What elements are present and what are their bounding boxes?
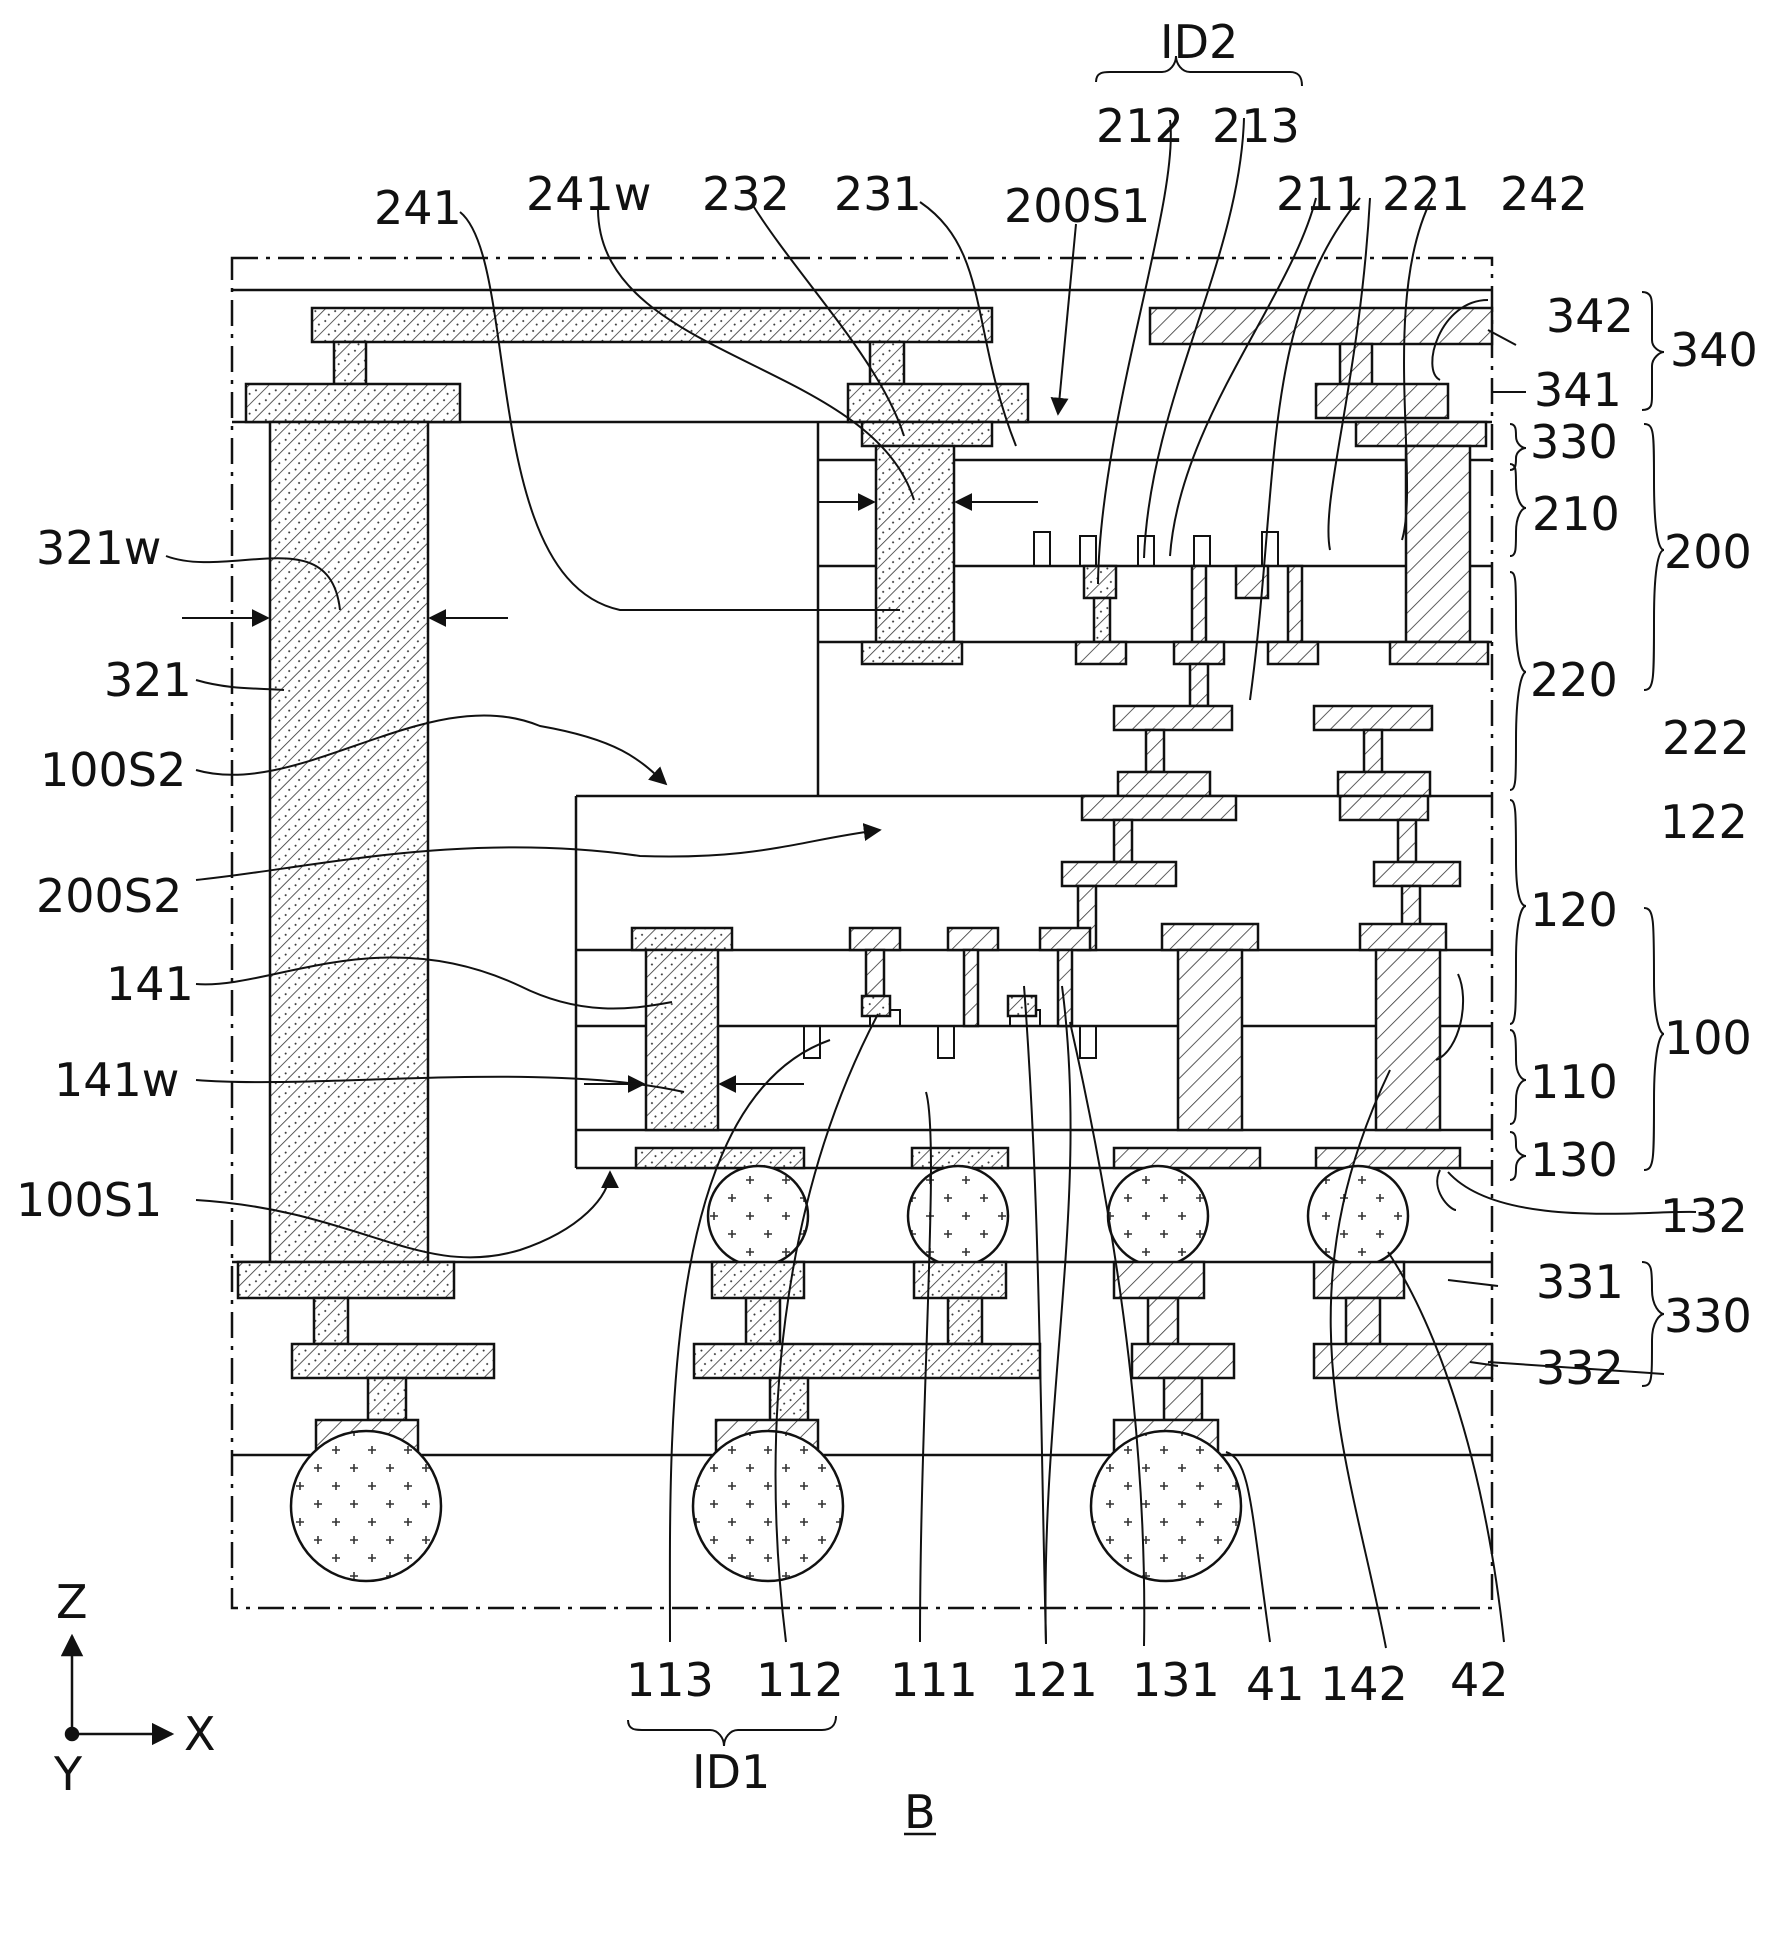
label-100s2: 100S2 [40, 743, 186, 797]
label-330-bottom: 330 [1664, 1289, 1752, 1343]
label-122: 122 [1660, 795, 1748, 849]
bottom-redistribution-330 [236, 1260, 1494, 1457]
dimension-arrows [182, 493, 1038, 1093]
solder-balls-41 [289, 1429, 1243, 1583]
label-332: 332 [1536, 1341, 1624, 1395]
label-331: 331 [1536, 1255, 1624, 1309]
label-222: 222 [1662, 711, 1750, 765]
top-redistribution-340 [244, 306, 1494, 424]
label-341: 341 [1534, 363, 1622, 417]
label-100s1: 100S1 [16, 1173, 162, 1227]
label-212: 212 [1096, 99, 1184, 153]
label-200s2: 200S2 [36, 869, 182, 923]
label-131: 131 [1132, 1653, 1220, 1707]
label-342: 342 [1546, 289, 1634, 343]
label-41: 41 [1246, 1657, 1305, 1711]
chip-bumps-42 [706, 1164, 1410, 1268]
label-213: 213 [1212, 99, 1300, 153]
package-boundary [230, 256, 1494, 1610]
lower-chip-100 [630, 794, 1462, 1170]
label-210: 210 [1532, 487, 1620, 541]
label-321w: 321w [36, 521, 161, 575]
text-labels: ID2 212 213 241 241w 232 231 200S1 211 2… [16, 15, 1758, 1839]
label-141: 141 [106, 957, 194, 1011]
label-42: 42 [1450, 1653, 1509, 1707]
label-100: 100 [1664, 1011, 1752, 1065]
upper-chip-200 [860, 420, 1490, 798]
label-110: 110 [1530, 1055, 1618, 1109]
label-130: 130 [1530, 1133, 1618, 1187]
axis-label-y: Y [53, 1747, 83, 1801]
label-141w: 141w [54, 1053, 179, 1107]
label-200s1: 200S1 [1004, 179, 1150, 233]
through-via-321 [268, 420, 430, 1264]
axes-indicator [60, 1633, 175, 1746]
label-211: 211 [1276, 167, 1364, 221]
label-221: 221 [1382, 167, 1470, 221]
label-241w: 241w [526, 167, 651, 221]
label-241: 241 [374, 181, 462, 235]
axis-label-z: Z [56, 1575, 88, 1629]
label-112: 112 [756, 1653, 844, 1707]
label-120: 120 [1530, 883, 1618, 937]
label-113: 113 [626, 1653, 714, 1707]
label-321: 321 [104, 653, 192, 707]
label-id1: ID1 [692, 1745, 770, 1799]
label-121: 121 [1010, 1653, 1098, 1707]
label-242: 242 [1500, 167, 1588, 221]
label-220: 220 [1530, 653, 1618, 707]
label-232: 232 [702, 167, 790, 221]
braces [627, 55, 1665, 1747]
label-132: 132 [1660, 1189, 1748, 1243]
label-340: 340 [1670, 323, 1758, 377]
figure-caption: B [904, 1785, 936, 1839]
label-330-top: 330 [1530, 415, 1618, 469]
axis-label-x: X [184, 1707, 216, 1761]
leader-lines [165, 117, 1697, 1649]
label-200: 200 [1664, 525, 1752, 579]
label-111: 111 [890, 1653, 978, 1707]
label-id2: ID2 [1160, 15, 1238, 69]
label-231: 231 [834, 167, 922, 221]
label-142: 142 [1320, 1657, 1408, 1711]
